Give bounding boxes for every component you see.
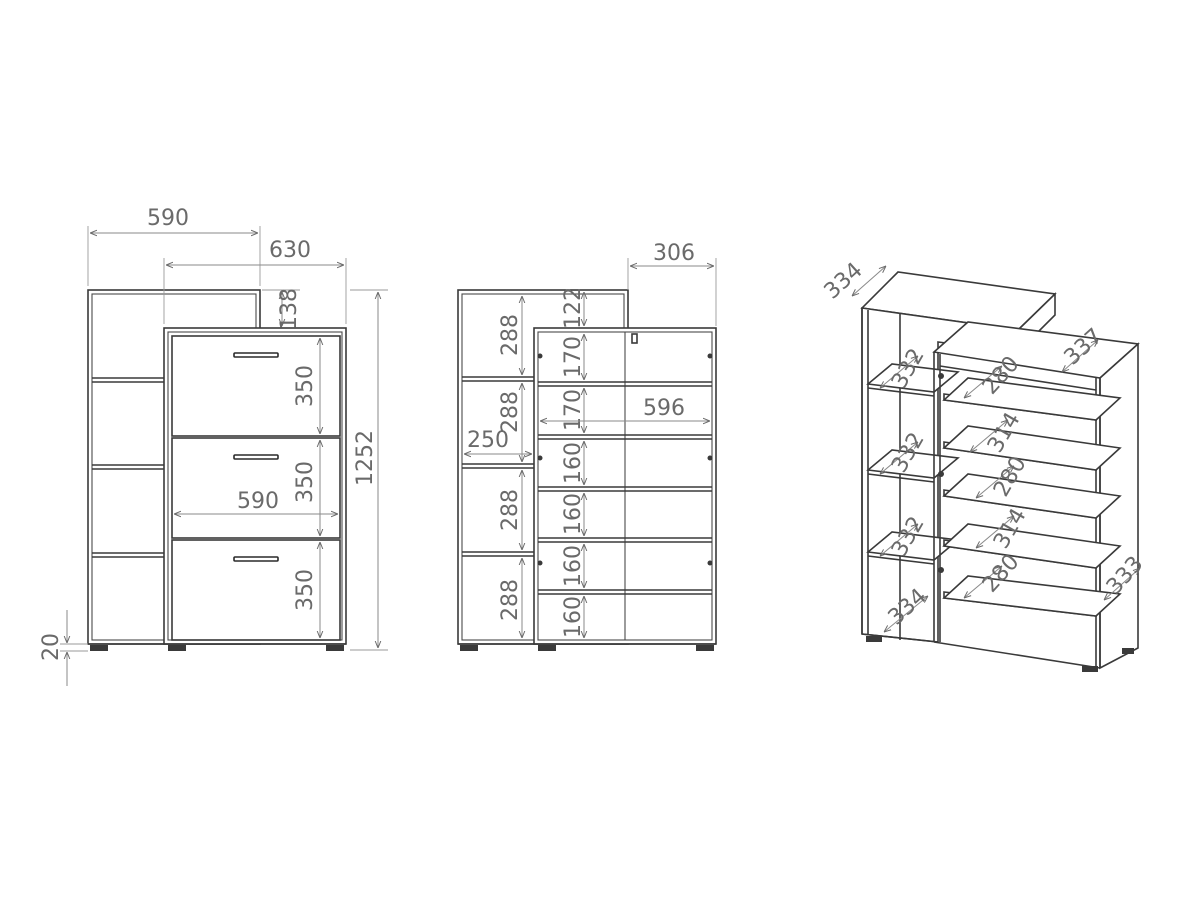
iso-foot-1 xyxy=(866,636,882,642)
dim-left-shelf-3: 288 xyxy=(498,489,523,531)
front-view: 590 630 138 350 350 350 590 1252 20 xyxy=(39,206,388,686)
dim-left-shelf-width: 250 xyxy=(467,428,509,453)
dim-inner-width: 596 xyxy=(643,396,685,421)
dim-drawer-3: 350 xyxy=(293,569,318,611)
dim-height-offset: 138 xyxy=(277,288,302,330)
dim-width-top: 590 xyxy=(147,206,189,231)
drawer-handle-2 xyxy=(233,454,279,460)
dim-right-shelf-2: 170 xyxy=(561,389,586,431)
dim-right-shelf-3: 160 xyxy=(561,442,586,484)
front-foot-left xyxy=(90,645,108,651)
dim-drawer-2: 350 xyxy=(293,461,318,503)
drawer-front-3 xyxy=(171,539,341,641)
dim-top-gap: 122 xyxy=(561,287,586,329)
iso-foot-2 xyxy=(1082,666,1098,672)
dim-left-shelf-4: 288 xyxy=(498,579,523,621)
drawer-front-2 xyxy=(171,437,341,539)
dim-width-overall: 630 xyxy=(269,238,311,263)
front-foot-mid xyxy=(168,645,186,651)
dim-right-shelf-4: 160 xyxy=(561,493,586,535)
dim-right-shelf-1: 170 xyxy=(561,336,586,378)
dim-right-shelf-6: 160 xyxy=(561,596,586,638)
section-foot-right xyxy=(696,645,714,651)
iso-view: 334 337 332 332 332 334 280 314 280 314 … xyxy=(820,258,1149,672)
dim-total-height: 1252 xyxy=(353,430,378,486)
section-foot-left xyxy=(460,645,478,651)
front-foot-right xyxy=(326,645,344,651)
dim-leg-height: 20 xyxy=(39,633,64,661)
dim-drawer-1: 350 xyxy=(293,365,318,407)
section-foot-mid xyxy=(538,645,556,651)
drawer-front-1 xyxy=(171,335,341,437)
dim-left-shelf-1: 288 xyxy=(498,314,523,356)
drawer-handle-1 xyxy=(233,352,279,358)
dim-depth: 306 xyxy=(653,241,695,266)
dim-left-shelf-2: 288 xyxy=(498,391,523,433)
front-drawer-carcass xyxy=(163,327,347,645)
iso-foot-3 xyxy=(1122,648,1134,654)
dim-right-shelf-5: 160 xyxy=(561,545,586,587)
dim-iso-top-depth: 334 xyxy=(820,258,868,305)
dim-drawer-width: 590 xyxy=(237,489,279,514)
section-view: 306 288 288 288 288 250 122 170 170 160 … xyxy=(457,241,717,651)
drawer-handle-3 xyxy=(233,556,279,562)
